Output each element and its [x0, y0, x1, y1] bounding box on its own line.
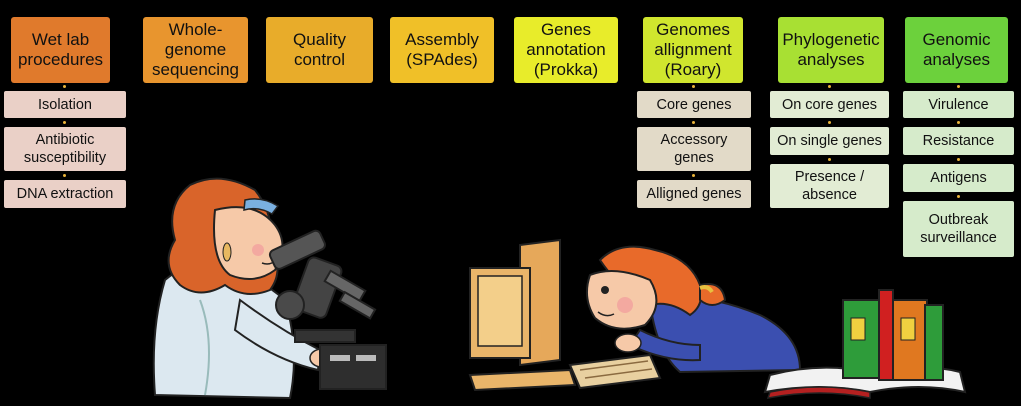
- item-presence-absence: Presence / absence: [770, 164, 889, 208]
- connector-dot: [957, 195, 960, 198]
- step-whole-genome-sequencing: Whole- genome sequencing: [143, 17, 248, 83]
- item-core-genes: Core genes: [637, 91, 751, 118]
- step-genes-annotation: Genes annotation (Prokka): [514, 17, 618, 83]
- connector-dot: [828, 158, 831, 161]
- item-dna-extraction: DNA extraction: [4, 180, 126, 208]
- connector-dot: [957, 158, 960, 161]
- item-antigens: Antigens: [903, 164, 1014, 192]
- connector-dot: [63, 121, 66, 124]
- connector-dot: [63, 174, 66, 177]
- step-phylogenetic-analyses: Phylogenetic analyses: [778, 17, 884, 83]
- connector-dot: [957, 121, 960, 124]
- item-alligned-genes: Alligned genes: [637, 180, 751, 208]
- item-accessory-genes: Accessory genes: [637, 127, 751, 171]
- connector-dot: [692, 121, 695, 124]
- connector-dot: [692, 85, 695, 88]
- connector-dot: [63, 85, 66, 88]
- step-assembly: Assembly (SPAdes): [390, 17, 494, 83]
- item-antibiotic-susceptibility: Antibiotic susceptibility: [4, 127, 126, 171]
- step-genomes-alignment: Genomes allignment (Roary): [643, 17, 743, 83]
- item-outbreak-surveillance: Outbreak surveillance: [903, 201, 1014, 257]
- step-wet-lab: Wet lab procedures: [11, 17, 110, 83]
- item-resistance: Resistance: [903, 127, 1014, 155]
- item-isolation: Isolation: [4, 91, 126, 118]
- connector-dot: [828, 121, 831, 124]
- item-on-core-genes: On core genes: [770, 91, 889, 118]
- step-genomic-analyses: Genomic analyses: [905, 17, 1008, 83]
- connector-dot: [957, 85, 960, 88]
- step-quality-control: Quality control: [266, 17, 373, 83]
- connector-dot: [692, 174, 695, 177]
- connector-dot: [828, 85, 831, 88]
- item-virulence: Virulence: [903, 91, 1014, 118]
- item-on-single-genes: On single genes: [770, 127, 889, 155]
